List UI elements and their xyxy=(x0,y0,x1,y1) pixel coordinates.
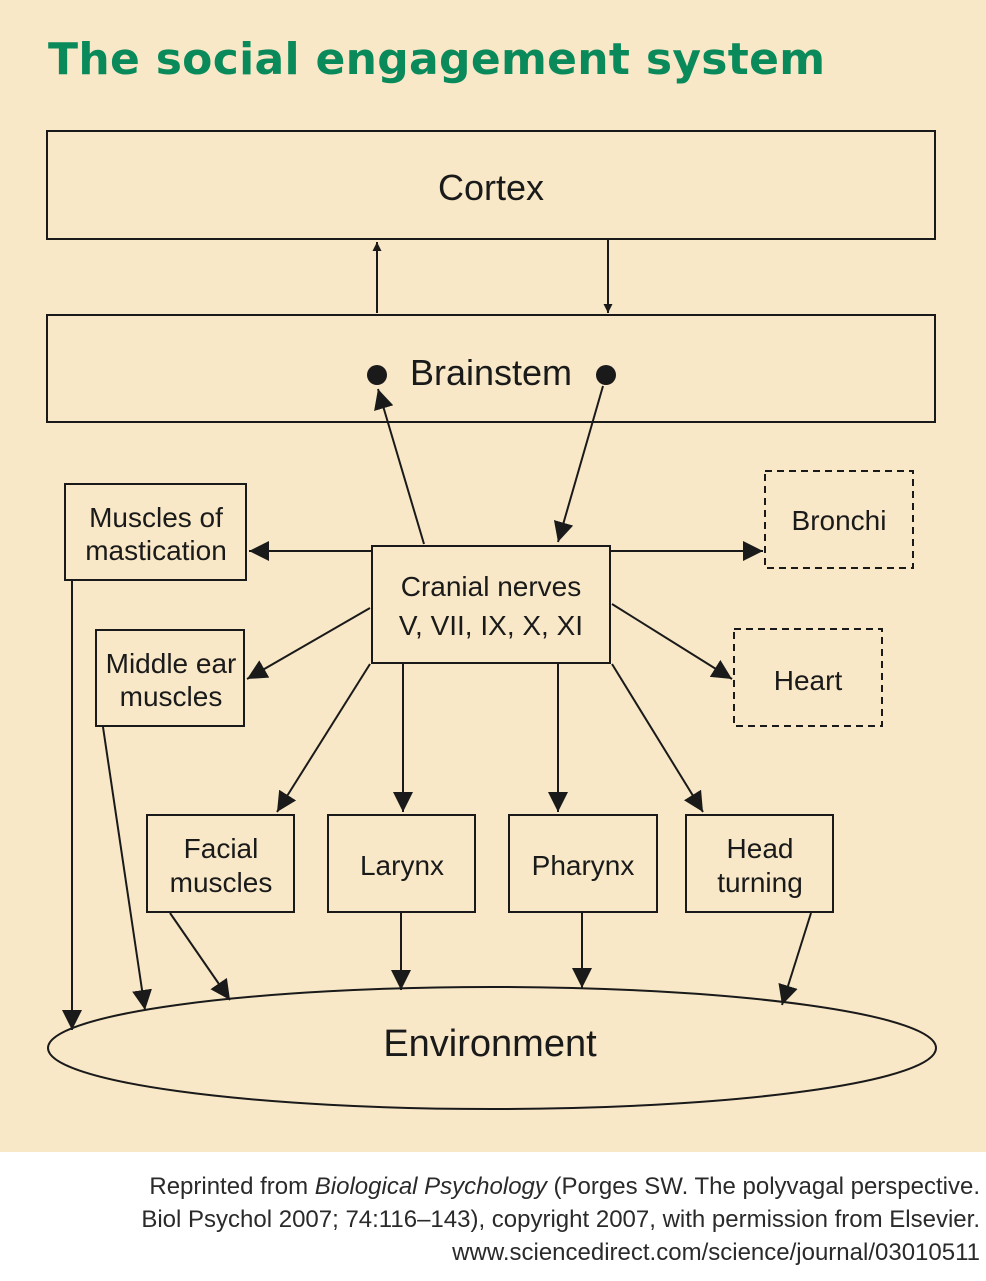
arrow-to-middle-ear xyxy=(246,607,371,680)
facial-muscles-label-line1: Facial xyxy=(184,833,259,864)
connector-arrows xyxy=(62,240,812,1030)
credit-suffix: (Porges SW. The polyvagal perspective. xyxy=(546,1173,980,1200)
source-credit: Reprinted from Biological Psychology (Po… xyxy=(141,1170,980,1269)
environment-node: Environment xyxy=(47,986,937,1110)
head-turning-label-line1: Head xyxy=(727,833,794,864)
head-turning-label-line2: turning xyxy=(717,867,803,898)
mastication-label-line2: mastication xyxy=(85,535,227,566)
arrow-to-heart xyxy=(611,603,733,680)
bronchi-label: Bronchi xyxy=(792,505,887,536)
middle-ear-muscles-node: Middle ear muscles xyxy=(95,629,245,727)
arrow-to-facial xyxy=(276,663,371,813)
arrow-head-turning-to-environment xyxy=(778,912,812,1006)
credit-prefix: Reprinted from xyxy=(149,1173,315,1200)
muscles-of-mastication-node: Muscles of mastication xyxy=(64,483,247,581)
facial-muscles-label-line2: muscles xyxy=(170,867,273,898)
heart-node: Heart xyxy=(733,628,883,727)
credit-line-3: www.sciencedirect.com/science/journal/03… xyxy=(452,1239,980,1266)
pharynx-node: Pharynx xyxy=(508,814,658,913)
brainstem-efferent-dot xyxy=(596,365,616,385)
credit-journal: Biological Psychology xyxy=(314,1173,547,1200)
pharynx-label: Pharynx xyxy=(532,850,635,881)
arrow-to-head-turning xyxy=(611,663,704,813)
arrow-brainstem-to-cranial xyxy=(553,385,604,543)
cranial-nerves-node: Cranial nerves V, VII, IX, X, XI xyxy=(371,545,611,664)
arrow-facial-to-environment xyxy=(169,912,231,1001)
arrow-middle-ear-to-environment xyxy=(102,726,152,1011)
cranial-nerves-label-line2: V, VII, IX, X, XI xyxy=(399,610,583,641)
credit-line-2: Biol Psychol 2007; 74:116–143), copyrigh… xyxy=(141,1206,980,1233)
environment-label: Environment xyxy=(383,1023,597,1065)
head-turning-node: Head turning xyxy=(685,814,834,913)
credit-line-1: Reprinted from Biological Psychology (Po… xyxy=(141,1170,980,1203)
brainstem-afferent-dot xyxy=(367,365,387,385)
cortex-label: Cortex xyxy=(438,167,544,208)
diagram-panel xyxy=(0,0,986,1152)
cranial-nerves-label-line1: Cranial nerves xyxy=(401,571,582,602)
facial-muscles-node: Facial muscles xyxy=(146,814,295,913)
bronchi-node: Bronchi xyxy=(764,470,914,569)
larynx-node: Larynx xyxy=(327,814,476,913)
larynx-label: Larynx xyxy=(360,850,444,881)
heart-label: Heart xyxy=(774,665,843,696)
brainstem-label: Brainstem xyxy=(410,352,572,393)
middle-ear-label-line2: muscles xyxy=(120,681,223,712)
arrow-cranial-to-brainstem xyxy=(374,388,425,545)
mastication-label-line1: Muscles of xyxy=(89,502,223,533)
cortex-node: Cortex xyxy=(46,130,936,240)
diagram-canvas: Cortex Brainstem Cranial nerves V, VII, … xyxy=(46,130,937,1110)
brainstem-node: Brainstem xyxy=(46,314,936,423)
diagram-title: The social engagement system xyxy=(48,34,826,85)
middle-ear-label-line1: Middle ear xyxy=(106,648,237,679)
